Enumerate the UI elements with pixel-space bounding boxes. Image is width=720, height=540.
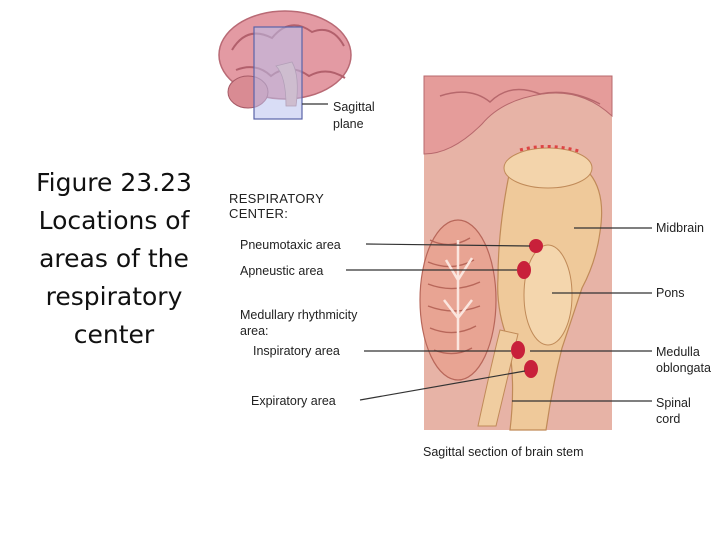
inset-brain	[218, 10, 352, 120]
medullary-rhythmicity-label-line-2: area:	[240, 324, 269, 338]
cerebellum	[419, 219, 497, 381]
caption-line-3: areas of the	[39, 244, 189, 273]
brain-stem	[477, 145, 603, 431]
apneustic-area-marker	[517, 261, 531, 279]
caption-line-5: center	[73, 320, 155, 349]
spinal-cord-label-line-2: cord	[656, 412, 681, 426]
figure-caption: Figure 23.23 Locations of areas of the r…	[18, 164, 210, 354]
sagittal-section	[346, 75, 652, 431]
caption-line-1: Figure 23.23	[36, 168, 192, 197]
apneustic-area-label: Apneustic area	[240, 264, 324, 278]
expiratory-area-marker	[524, 360, 538, 378]
sagittal-plane-label-line-1: Sagittal	[333, 100, 375, 114]
inspiratory-area-label: Inspiratory area	[253, 344, 340, 358]
respiratory-center-heading-line-1: RESPIRATORY	[229, 191, 325, 206]
respiratory-center-heading-line-2: CENTER:	[229, 206, 289, 221]
expiratory-area-label: Expiratory area	[251, 394, 336, 408]
pneumotaxic-area-label: Pneumotaxic area	[240, 238, 341, 252]
leader-lines	[346, 227, 652, 402]
medulla-oblongata-label-line-1: Medulla	[656, 345, 700, 359]
caption-line-2: Locations of	[38, 206, 190, 235]
spinal-cord-label-line-1: Spinal	[656, 396, 691, 410]
caption-line-4: respiratory	[45, 282, 183, 311]
pons-label: Pons	[656, 286, 685, 300]
sagittal-plane-label-line-2: plane	[333, 117, 364, 131]
midbrain-label: Midbrain	[656, 221, 704, 235]
medullary-rhythmicity-label-line-1: Medullary rhythmicity	[240, 308, 358, 322]
inspiratory-area-marker	[511, 341, 525, 359]
section-caption: Sagittal section of brain stem	[423, 445, 584, 459]
medulla-oblongata-label-line-2: oblongata	[656, 361, 711, 375]
pneumotaxic-area-marker	[529, 239, 543, 253]
